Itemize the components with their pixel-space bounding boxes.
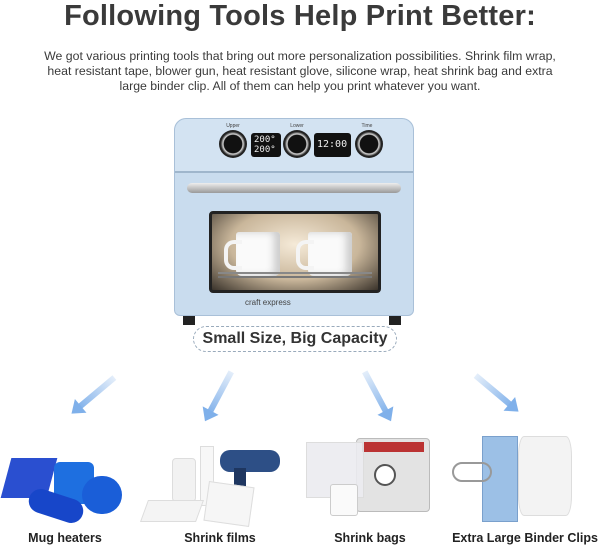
knob-label: Lower xyxy=(290,123,304,129)
page-title: Following Tools Help Print Better: xyxy=(64,0,536,32)
description: We got various printing tools that bring… xyxy=(44,49,556,93)
binder-clips-image xyxy=(452,428,592,526)
oven-foot xyxy=(183,316,195,325)
temperature-display: 200° 200° xyxy=(251,133,281,157)
lower-temp: 200° xyxy=(254,145,276,155)
product-label: Shrink films xyxy=(184,531,256,545)
shrink-bags-image xyxy=(300,428,440,526)
arrow-icon xyxy=(75,375,117,411)
shrink-films-image xyxy=(139,428,290,528)
arrow-icon xyxy=(473,373,515,409)
oven-image: Upper Lower Time 200° 200° 12:00 craft e… xyxy=(174,118,414,325)
mug xyxy=(224,232,280,276)
control-panel: Upper Lower Time 200° 200° 12:00 xyxy=(175,119,413,173)
tagline: Small Size, Big Capacity xyxy=(193,326,397,352)
upper-temp: 200° xyxy=(254,135,276,145)
product-label: Mug heaters xyxy=(28,531,102,545)
mug-heaters-image xyxy=(0,428,126,527)
knob-label: Time xyxy=(361,123,373,129)
oven-rack xyxy=(218,272,372,278)
brand-logo: craft express xyxy=(245,298,291,307)
product-label: Extra Large Binder Clips xyxy=(452,531,598,545)
temperature-knob-lower xyxy=(283,130,311,158)
knob-label: Upper xyxy=(226,123,240,129)
timer-knob xyxy=(355,130,383,158)
product-label: Shrink bags xyxy=(334,531,406,545)
oven-foot xyxy=(389,316,401,325)
door-handle xyxy=(187,183,401,193)
oven-window xyxy=(209,211,381,293)
mug xyxy=(296,232,352,276)
time-display: 12:00 xyxy=(314,133,351,157)
temperature-knob-upper xyxy=(219,130,247,158)
arrow-icon xyxy=(362,370,390,416)
arrow-icon xyxy=(206,370,234,416)
